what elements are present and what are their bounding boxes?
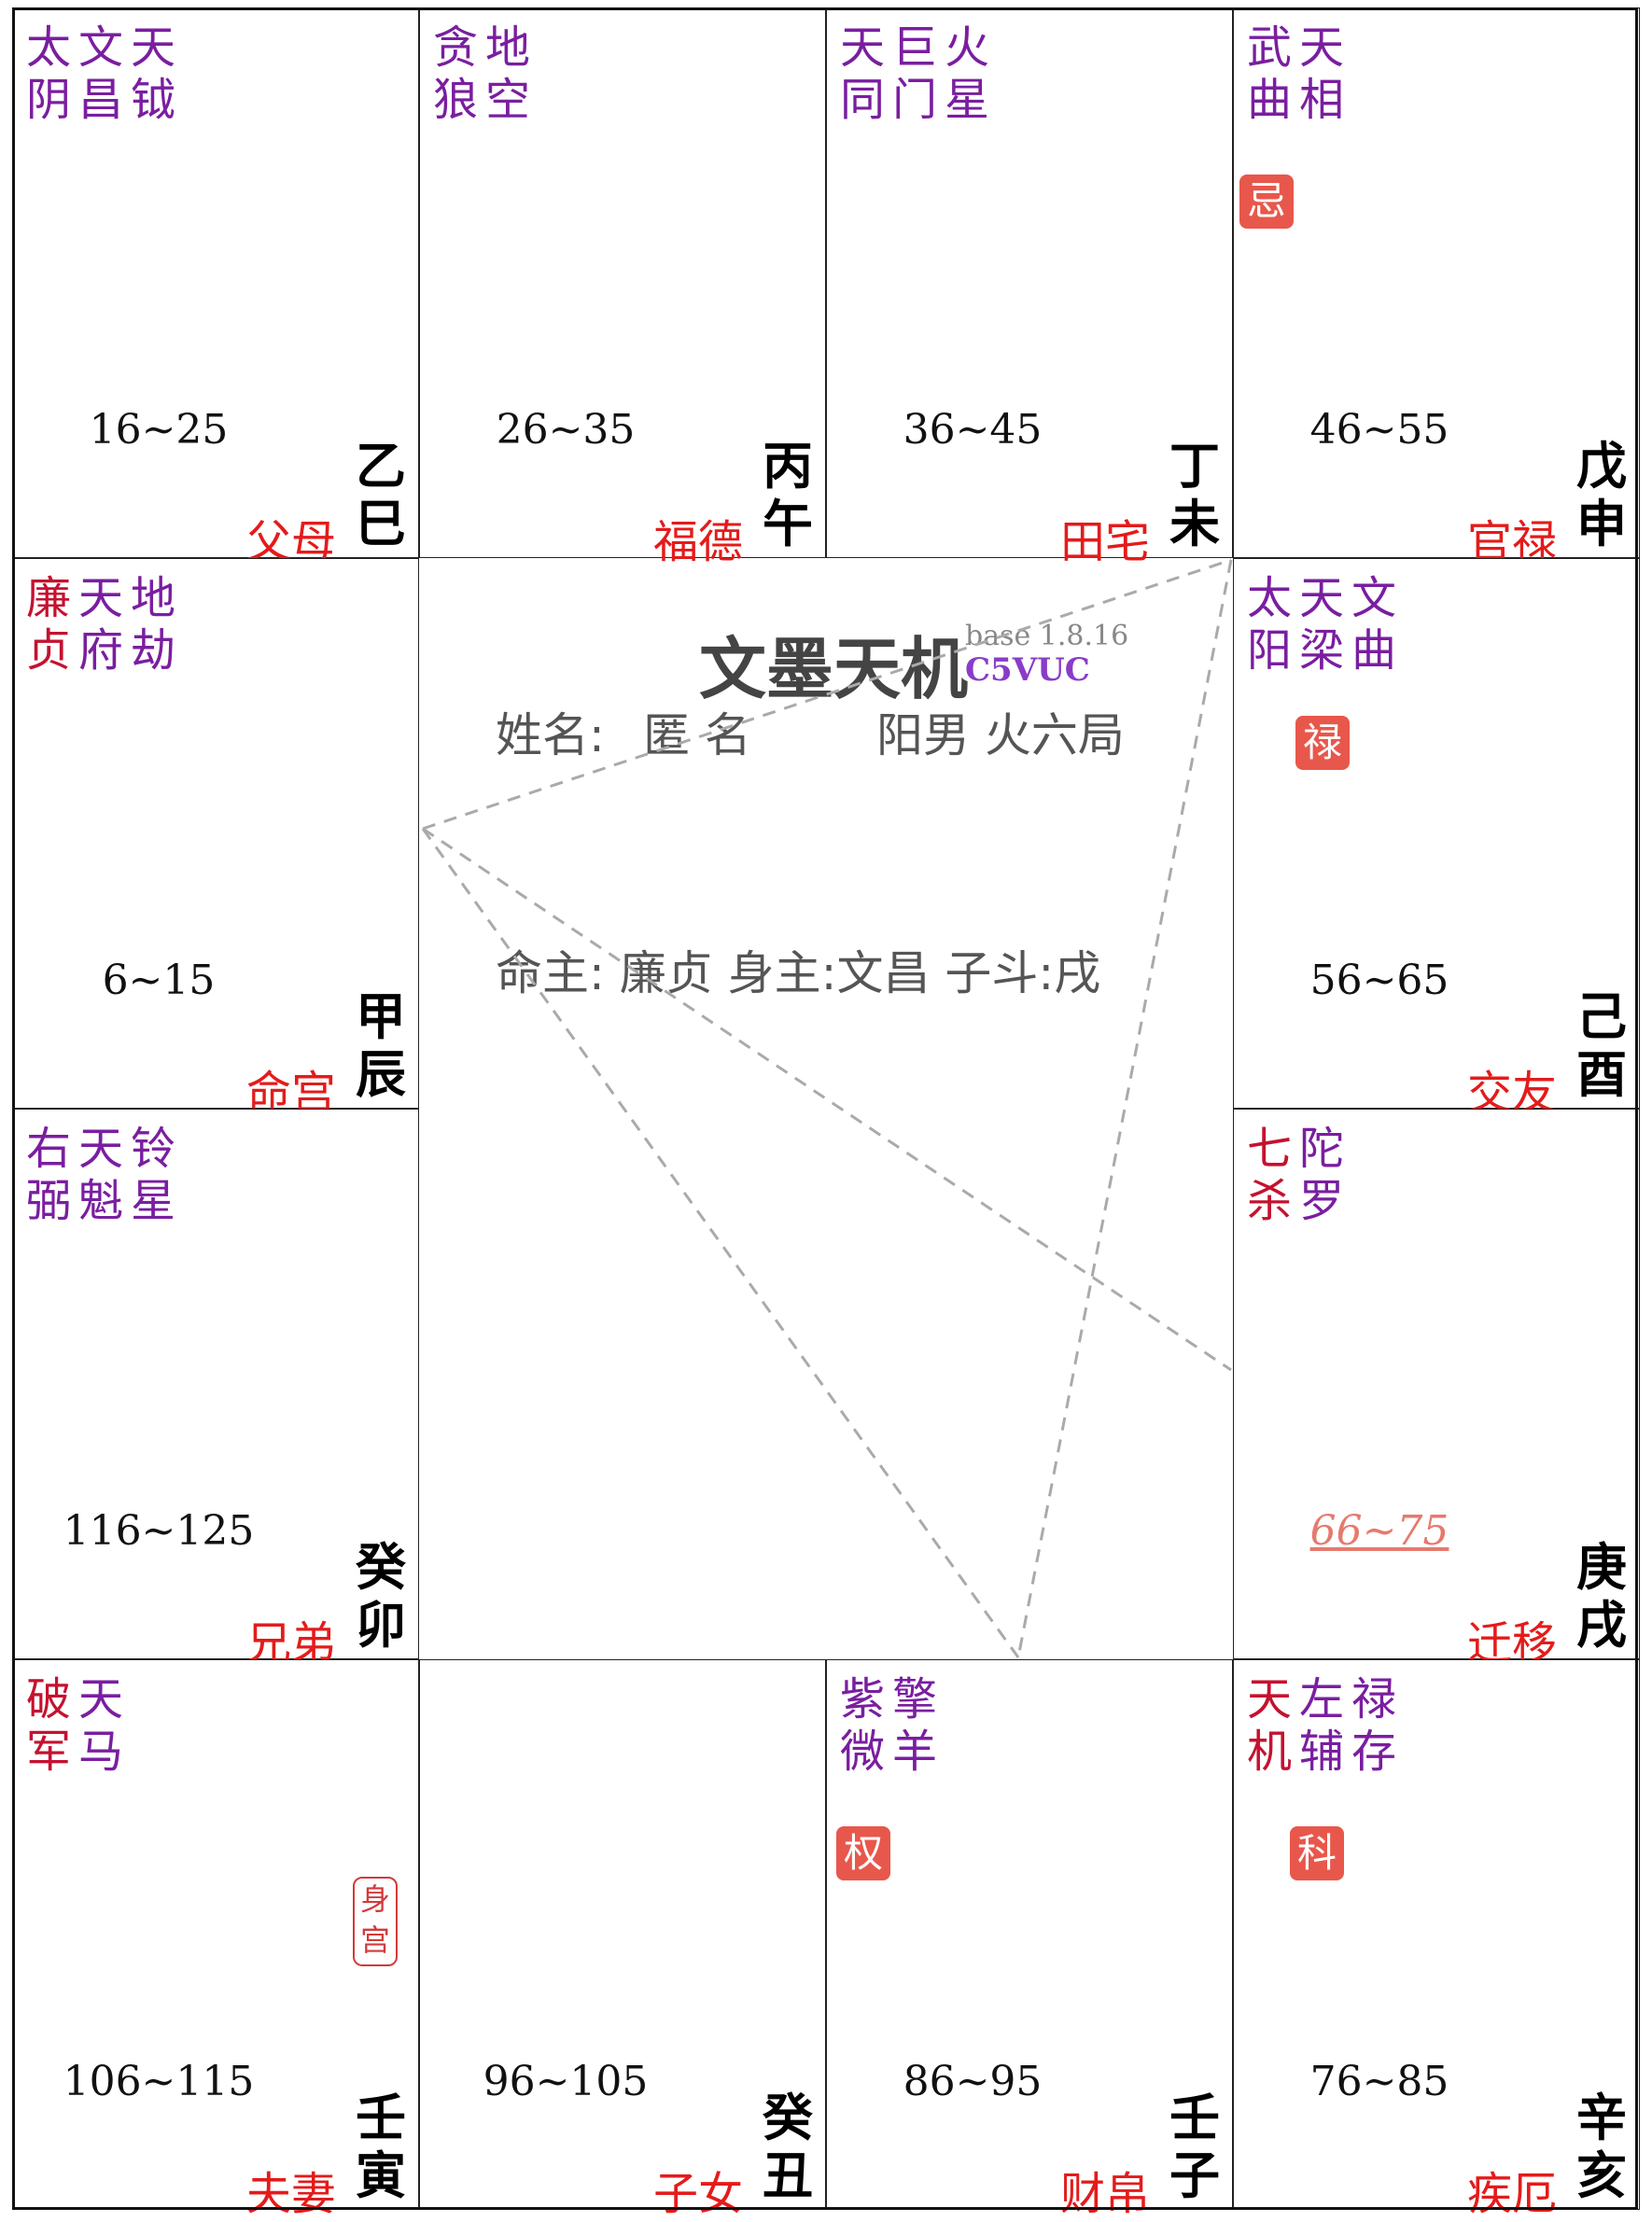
decade-range: 76~85 — [1309, 2058, 1449, 2105]
star-name: 火 星 — [945, 21, 990, 126]
shengong-badge: 身 宫 — [353, 1877, 398, 1966]
star-name: 天 魁 — [78, 1123, 124, 1227]
palace-cell-hai[interactable]: 天 机左 辅禄 存科 76~85 辛 亥疾厄 — [1233, 1659, 1640, 2220]
palace-name: 财帛 — [1059, 2168, 1150, 2220]
palace-name: 疾厄 — [1466, 2168, 1557, 2220]
decade-range: 26~35 — [496, 406, 636, 454]
star-name: 天 钺 — [131, 21, 176, 126]
brand-title: 文墨天机 — [699, 630, 969, 708]
ganzhi-label: 丁 未 — [1169, 437, 1220, 553]
sanfang-line — [422, 827, 1232, 1372]
ganzhi-label: 壬 寅 — [356, 2089, 406, 2205]
ganzhi-label: 丙 午 — [763, 437, 813, 553]
sihua-badge: 忌 — [1239, 175, 1294, 229]
star-name: 地 劫 — [131, 572, 176, 677]
decade-range: 6~15 — [102, 957, 216, 1004]
star-name: 巨 门 — [892, 21, 938, 126]
ganzhi-label: 庚 戌 — [1576, 1538, 1627, 1655]
decade-range: 86~95 — [903, 2058, 1043, 2105]
star-name: 铃 星 — [131, 1123, 176, 1227]
name-label: 姓名: — [496, 708, 605, 762]
star-list: 贪 狼地 空 — [433, 21, 531, 126]
version-label: base 1.8.16 — [965, 620, 1129, 652]
center-panel: 文墨天机 base 1.8.16 C5VUC 姓名: 匿 名 阳男 火六局 命主… — [419, 558, 1231, 1659]
chart-frame — [12, 7, 1638, 2210]
decade-range: 56~65 — [1309, 957, 1449, 1004]
chart-code: C5VUC — [965, 651, 1090, 689]
sanfang-lines — [421, 558, 1233, 1658]
star-name: 七 杀 — [1247, 1123, 1293, 1227]
star-name: 陀 罗 — [1299, 1123, 1345, 1227]
ganzhi-label: 辛 亥 — [1576, 2089, 1627, 2205]
ganzhi-label: 壬 子 — [1169, 2089, 1220, 2205]
star-list: 右 弼天 魁铃 星 — [26, 1123, 176, 1227]
palace-name: 福德 — [652, 516, 743, 568]
palace-name: 夫妻 — [245, 2168, 336, 2220]
star-list: 破 军天 马 — [26, 1673, 124, 1778]
decade-range: 36~45 — [903, 406, 1043, 454]
gender-ju: 阳男 火六局 — [876, 708, 1125, 762]
palace-name: 田宅 — [1059, 516, 1150, 568]
star-name: 太 阳 — [1247, 572, 1293, 677]
star-name: 破 军 — [26, 1673, 72, 1778]
ganzhi-label: 乙 巳 — [356, 437, 406, 553]
decade-range: 16~25 — [89, 406, 229, 454]
ganzhi-label: 癸 卯 — [356, 1538, 406, 1655]
star-name: 天 相 — [1299, 21, 1345, 126]
star-name: 贪 狼 — [433, 21, 479, 126]
ganzhi-label: 癸 丑 — [763, 2089, 813, 2205]
star-name: 右 弼 — [26, 1123, 72, 1227]
sanfang-line — [1016, 559, 1233, 1658]
star-list: 天 机左 辅禄 存 — [1247, 1673, 1397, 1778]
star-list: 紫 微擎 羊 — [840, 1673, 938, 1778]
star-name: 紫 微 — [840, 1673, 886, 1778]
palace-cell-zi[interactable]: 紫 微擎 羊权 86~95 壬 子财帛 — [826, 1659, 1233, 2220]
star-name: 文 曲 — [1351, 572, 1397, 677]
decade-range: 46~55 — [1309, 406, 1449, 454]
star-list: 天 同巨 门火 星 — [840, 21, 990, 126]
sanfang-line — [422, 558, 1232, 831]
zhu-line: 命主: 廉贞 身主:文昌 子斗:戌 — [496, 946, 1101, 1000]
star-name: 文 昌 — [78, 21, 124, 126]
palace-cell-wu[interactable]: 贪 狼地 空 26~35 丙 午福德 — [419, 7, 826, 568]
sihua-badge: 禄 — [1295, 716, 1350, 770]
star-list: 七 杀陀 罗 — [1247, 1123, 1345, 1227]
sihua-badge: 科 — [1290, 1826, 1344, 1880]
palace-cell-wei[interactable]: 天 同巨 门火 星 36~45 丁 未田宅 — [826, 7, 1233, 568]
star-name: 武 曲 — [1247, 21, 1293, 126]
decade-range: 96~105 — [483, 2058, 649, 2105]
ganzhi-label: 甲 辰 — [356, 987, 406, 1104]
sihua-badge: 权 — [836, 1826, 890, 1880]
star-name: 擎 羊 — [892, 1673, 938, 1778]
star-name: 左 辅 — [1299, 1673, 1345, 1778]
star-name: 地 空 — [485, 21, 531, 126]
decade-range: 116~125 — [63, 1507, 255, 1555]
star-list: 廉 贞天 府地 劫 — [26, 572, 176, 677]
star-list: 武 曲天 相 — [1247, 21, 1345, 126]
star-list: 太 阴文 昌天 钺 — [26, 21, 176, 126]
star-name: 天 梁 — [1299, 572, 1345, 677]
name-value: 匿 名 — [643, 708, 751, 762]
decade-range: 106~115 — [63, 2058, 255, 2105]
decade-range[interactable]: 66~75 — [1309, 1507, 1449, 1555]
palace-name: 子女 — [652, 2168, 743, 2220]
star-list: 太 阳天 梁文 曲 — [1247, 572, 1397, 677]
star-name: 太 阴 — [26, 21, 72, 126]
star-name: 天 府 — [78, 572, 124, 677]
star-name: 天 机 — [1247, 1673, 1293, 1778]
star-name: 禄 存 — [1351, 1673, 1397, 1778]
ganzhi-label: 己 酉 — [1576, 987, 1627, 1104]
star-name: 天 同 — [840, 21, 886, 126]
star-name: 天 马 — [78, 1673, 124, 1778]
ganzhi-label: 戊 申 — [1576, 437, 1627, 553]
star-name: 廉 贞 — [26, 572, 72, 677]
palace-cell-chou[interactable]: 96~105 癸 丑子女 — [419, 1659, 826, 2220]
